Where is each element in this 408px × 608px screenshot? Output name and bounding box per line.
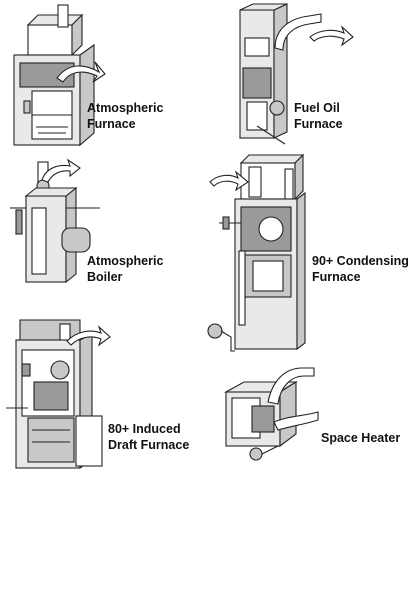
atmospheric-boiler-illustration [10,161,100,284]
fuel-oil-furnace-illustration [239,3,322,145]
airflow-arrow-icon [309,25,354,47]
space-heater-label: Space Heater [321,431,401,445]
space-heater-figure: Space Heater [200,360,408,470]
airflow-arrow-icon [66,325,111,347]
airflow-arrow-icon [209,170,249,192]
airflow-arrow-icon [41,158,81,183]
induced-draft-furnace-illustration [6,319,103,470]
space-heater-illustration [223,367,319,461]
airflow-arrow-icon [56,61,106,83]
condensing-furnace-illustration [207,153,306,352]
